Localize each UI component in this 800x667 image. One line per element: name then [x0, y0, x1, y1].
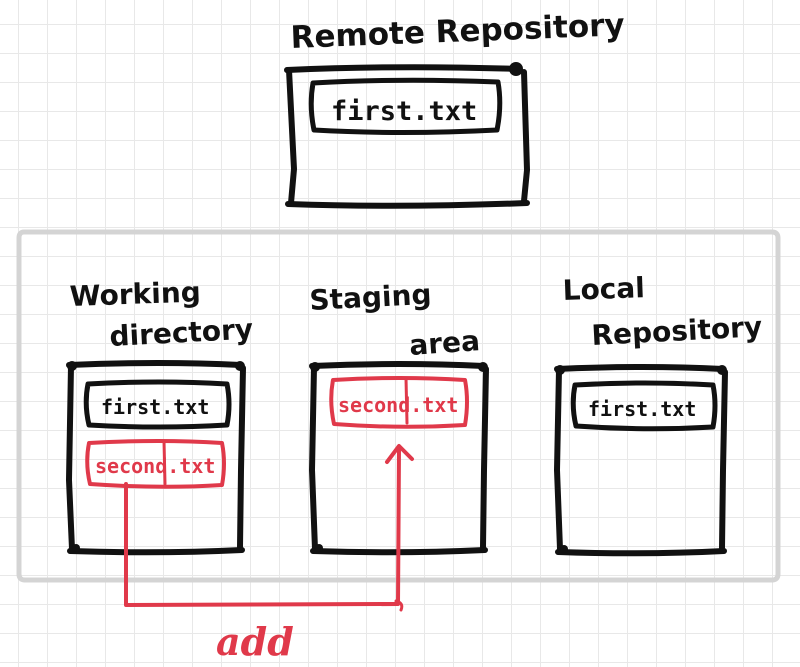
remote-box-right-edge [521, 69, 530, 204]
wd-corner-dot-bl-icon [72, 544, 80, 552]
lr-file-label-0: first.txt [588, 397, 696, 421]
wd-box-bottom-edge [67, 547, 245, 556]
wd-box-top-edge [66, 360, 244, 368]
remote-file-label-0: first.txt [331, 96, 477, 127]
remote-box-top-edge [284, 64, 522, 73]
add-arrow-corner-flick [394, 599, 404, 612]
wd-file-label-0: first.txt [101, 395, 209, 419]
lr-box-left-edge [554, 367, 563, 552]
sa-corner-dot-bl-icon [315, 544, 323, 552]
wd-box-right-edge [237, 365, 246, 550]
remote-file-rect [308, 77, 503, 135]
sa-box-left-edge [309, 364, 318, 552]
remote-repository-box [284, 62, 530, 209]
sa-corner-dot-tr-icon [478, 362, 488, 372]
wd-corner-dot-tl-icon [67, 361, 77, 371]
wd-box-left-edge [66, 363, 75, 552]
sa-corner-dot-tl-icon [310, 362, 320, 372]
sa-file-label-0: second.txt [338, 393, 458, 417]
remote-file-box-first-txt [308, 77, 503, 135]
sa-file-box-second-txt [329, 376, 469, 429]
lr-corner-dot-tl-icon [555, 365, 565, 375]
wd-file-label-1: second.txt [95, 454, 215, 478]
wd-corner-dot-tr-icon [235, 361, 245, 371]
sa-box-top-edge [309, 361, 487, 369]
wd-file-box-first-txt [83, 379, 232, 430]
wd-file-box-second-txt [85, 439, 226, 489]
lr-corner-dot-tr-icon [717, 365, 727, 375]
lr-box-bottom-edge [555, 548, 727, 557]
add-arrow-path [124, 446, 401, 607]
sa-box-right-edge [480, 366, 489, 550]
sa-file-rect-0 [329, 376, 469, 429]
working-directory-title-line1: Working [69, 275, 201, 313]
remote-box-bottom-edge [285, 200, 530, 209]
remote-box-left-edge [286, 67, 297, 206]
working-directory-title-line2: directory [109, 313, 254, 353]
wd-file-rect-0 [83, 379, 232, 430]
lr-corner-dot-bl-icon [560, 545, 568, 553]
lr-box-right-edge [719, 369, 728, 551]
remote-box-corner-blob-icon [509, 62, 523, 76]
wd-file-rect-1 [85, 439, 226, 489]
wd-file-rect-1-divider [162, 439, 167, 486]
sa-file-rect-0-divider [404, 376, 409, 425]
lr-file-rect-0 [570, 380, 718, 432]
staging-area-title-line1: Staging [309, 278, 433, 317]
staging-area-title-line2: area [408, 324, 481, 362]
local-machine-frame [16, 229, 781, 583]
working-directory-box [66, 360, 246, 556]
lr-file-box-first-txt [570, 380, 718, 432]
add-arrow-command-label: add [216, 619, 294, 664]
add-arrow-head-icon [385, 444, 414, 464]
local-repository-title-line1: Local [562, 271, 645, 307]
local-repository-box [554, 364, 728, 557]
lr-box-top-edge [554, 364, 726, 372]
